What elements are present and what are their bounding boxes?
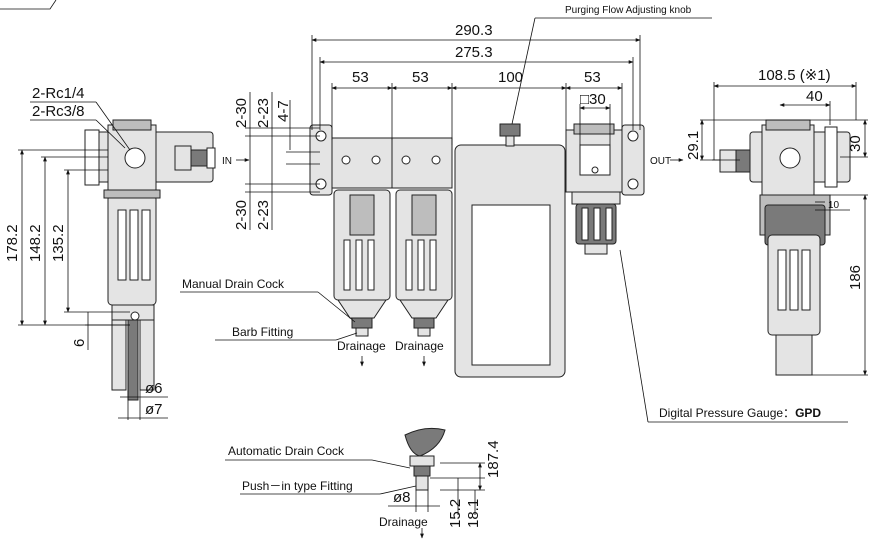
dim-side-10: 10 <box>828 200 840 211</box>
dim-d7: ø7 <box>145 401 163 418</box>
dim-overall: 290.3 <box>455 22 493 39</box>
gauge-label: Digital Pressure Gauge：GPD <box>659 406 821 420</box>
dim-side-30: 30 <box>847 135 864 152</box>
dim-47: 4-7 <box>275 100 292 122</box>
front-view <box>309 123 645 378</box>
dim-w4: 53 <box>584 69 601 86</box>
dim-223b: 2-23 <box>255 200 272 230</box>
right-side-view <box>719 119 851 376</box>
port-b-label: 2-Rc3/8 <box>32 103 85 120</box>
dim-w1: 53 <box>352 69 369 86</box>
purging-knob-label: Purging Flow Adjusting knob <box>565 5 692 16</box>
port-a-label: 2-Rc1/4 <box>32 85 85 102</box>
left-side-view <box>84 119 216 401</box>
dim-152: 15.2 <box>447 499 464 528</box>
in-label: IN <box>222 156 232 167</box>
drainage-label-3: Drainage <box>379 515 428 529</box>
dim-side-40: 40 <box>806 88 823 105</box>
auto-drain-dimensions <box>225 459 485 515</box>
dim-side-w: 108.5 (※1) <box>758 67 831 84</box>
dim-181: 18.1 <box>465 499 482 528</box>
dim-between: 275.3 <box>455 44 493 61</box>
dim-135: 135.2 <box>50 224 67 262</box>
corner-mark <box>0 0 57 10</box>
dim-side-29: 29.1 <box>685 131 702 160</box>
dim-178: 178.2 <box>4 224 21 262</box>
dim-side-186: 186 <box>847 265 864 290</box>
dim-223a: 2-23 <box>255 98 272 128</box>
manual-drain-label: Manual Drain Cock <box>182 277 285 291</box>
dim-6: 6 <box>71 339 88 347</box>
drainage-label-2: Drainage <box>395 339 444 353</box>
dim-w3: 100 <box>498 69 523 86</box>
dim-w2: 53 <box>412 69 429 86</box>
dim-230b: 2-30 <box>233 200 250 230</box>
dim-187: 187.4 <box>485 440 502 478</box>
auto-drain-label: Automatic Drain Cock <box>228 444 345 458</box>
left-dimensions <box>18 101 168 420</box>
front-dimensions <box>245 35 641 230</box>
dim-230a: 2-30 <box>233 98 250 128</box>
dim-d6: ø6 <box>145 380 163 397</box>
auto-drain-detail <box>404 427 446 491</box>
right-dimensions <box>700 82 868 376</box>
drainage-label-1: Drainage <box>337 339 386 353</box>
dim-d8: ø8 <box>393 489 411 506</box>
dim-148: 148.2 <box>27 224 44 262</box>
dim-gauge-sq: □30 <box>580 91 606 108</box>
push-fitting-label: Push－in type Fitting <box>242 479 353 493</box>
barb-fitting-label: Barb Fitting <box>232 325 293 339</box>
out-label: OUT <box>650 156 671 167</box>
